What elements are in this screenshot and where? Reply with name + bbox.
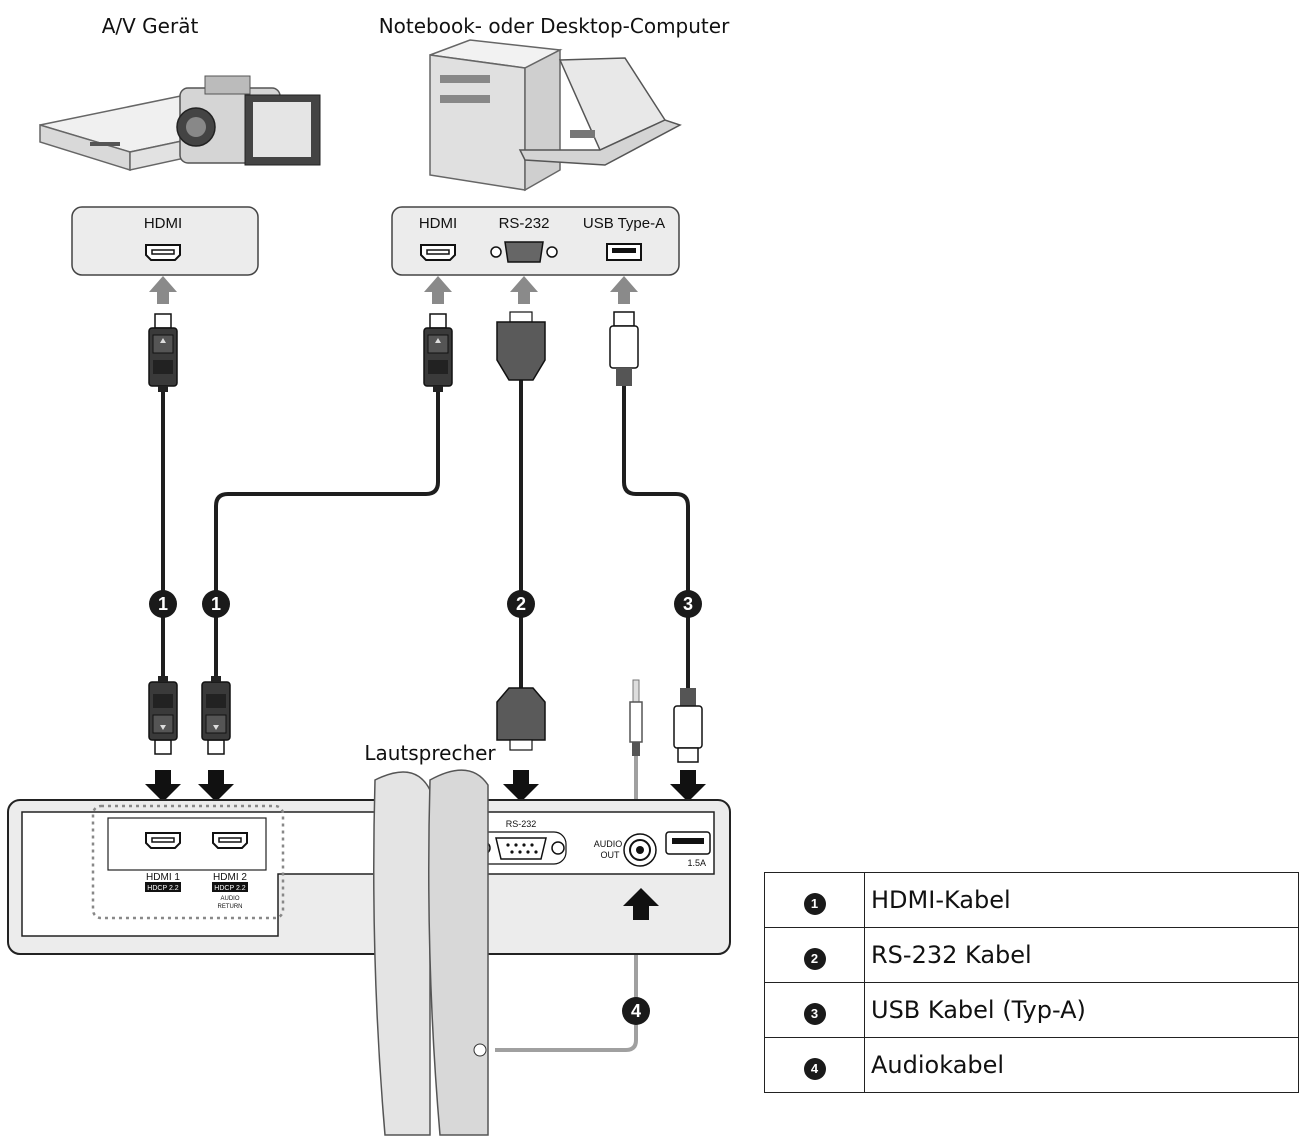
audio-out-label-2: OUT [601,850,621,860]
legend-label: USB Kabel (Typ-A) [864,982,1299,1038]
hdmi1-label: HDMI 1 [146,872,180,883]
arrow-down-icon [503,770,539,802]
legend-label: HDMI-Kabel [864,872,1299,928]
pc-hdmi-label: HDMI [419,215,457,232]
arrow-down-icon [198,770,234,802]
arrow-up-icon [610,276,638,304]
audio-plug-icon [629,679,643,756]
pc-hdmi-port-icon [420,244,456,261]
usb-plug-icon [609,311,639,386]
av-hdmi-label: HDMI [144,215,182,232]
hdmi1-port-icon [145,832,181,849]
usb-plug-icon [673,688,703,763]
cable-marker: 3 [683,594,693,614]
legend-row: 4 Audiokabel [764,1037,1299,1093]
hdmi2-port-icon [212,832,248,849]
av-port-panel: HDMI [71,206,259,276]
computer-illustration [429,39,682,192]
arrow-up-icon [510,276,538,304]
speakers-illustration [373,769,489,1136]
rs232-plug-icon [496,687,546,751]
legend-number-badge: 1 [803,892,826,915]
av-device-illustration [39,75,321,172]
legend-row: 2 RS-232 Kabel [764,927,1299,983]
legend-row: 1 HDMI-Kabel [764,872,1299,928]
audio-cable [495,755,638,1052]
audio-out-jack-icon [623,833,657,867]
legend-table: 1 HDMI-Kabel 2 RS-232 Kabel 3 USB Kabel … [764,872,1299,1093]
hdmi2-audio-label: AUDIO [220,896,239,902]
hdmi-cable-2 [214,380,440,688]
legend-number-badge: 3 [803,1002,826,1025]
pc-usb-label: USB Type-A [583,215,665,232]
cable-marker: 1 [211,594,221,614]
hdmi2-return-label: RETURN [218,904,243,910]
arrow-down-icon [670,770,706,802]
arrow-up-icon [149,276,177,304]
hdmi-plug-icon [202,676,230,754]
usb-power-label: 1.5A [687,858,706,868]
pc-rs232-label: RS-232 [499,215,550,232]
audio-out-label-1: AUDIO [594,839,623,849]
projector-back-panel: HDMI 1 HDCP 2.2 HDMI 2 HDCP 2.2 AUDIO RE… [7,799,731,955]
cable-marker: 4 [631,1001,641,1021]
hdmi1-sublabel: HDCP 2.2 [147,885,178,892]
rs232-plug-icon [496,311,546,381]
legend-label: RS-232 Kabel [864,927,1299,983]
legend-label: Audiokabel [864,1037,1299,1093]
hdmi-plug-icon [149,676,177,754]
arrow-down-icon [145,770,181,802]
computer-port-panel: HDMI RS-232 USB Type-A [391,206,680,276]
usb-cable [622,386,690,688]
hdmi2-sublabel: HDCP 2.2 [214,885,245,892]
label-computer: Notebook- oder Desktop-Computer [379,14,730,38]
av-hdmi-port-icon [145,244,181,261]
hdmi-plug-icon [148,313,178,393]
label-av-device: A/V Gerät [102,14,199,38]
pc-rs232-port-icon [490,241,558,263]
legend-row: 3 USB Kabel (Typ-A) [764,982,1299,1038]
legend-number-badge: 2 [803,947,826,970]
projector-usb-port-icon [665,831,711,855]
legend-number-badge: 4 [803,1057,826,1080]
cable-marker: 1 [158,594,168,614]
hdmi-plug-icon [423,313,453,393]
cable-marker: 2 [516,594,526,614]
hdmi-group-outline [91,804,285,920]
label-speaker: Lautsprecher [364,741,496,765]
pc-usb-port-icon [606,243,642,261]
hdmi2-label: HDMI 2 [213,872,247,883]
projector-rs232-label: RS-232 [506,819,537,829]
arrow-up-icon [424,276,452,304]
